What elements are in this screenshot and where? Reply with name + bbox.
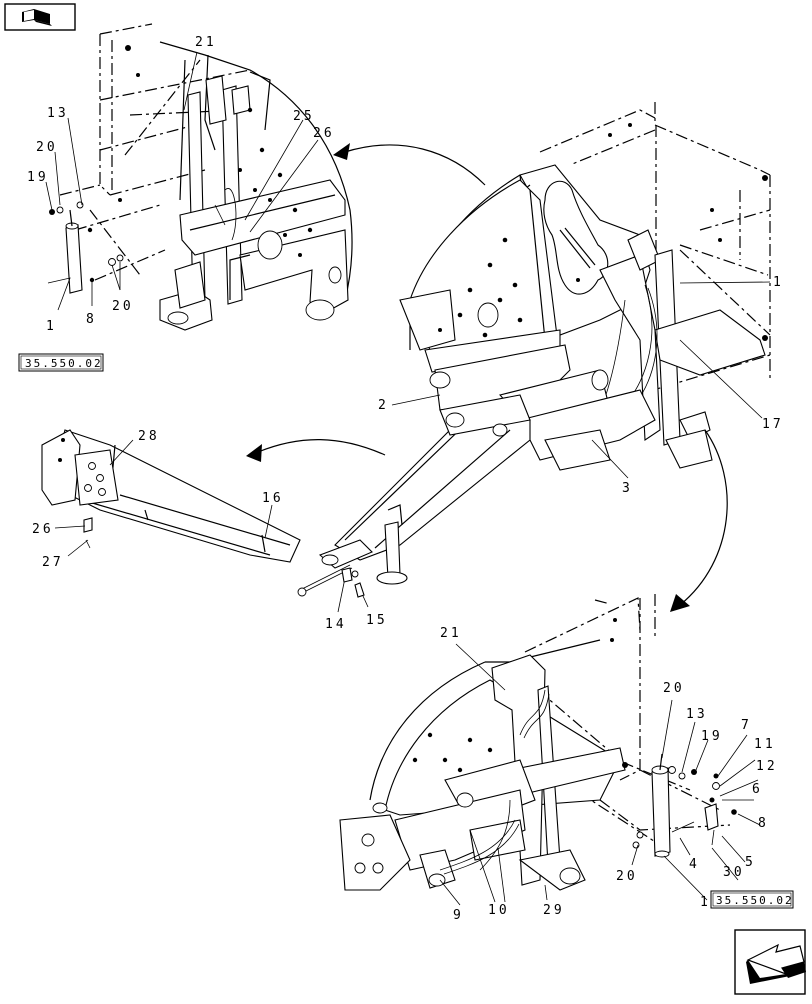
reference-box-bottom-right[interactable]: 35.550.02 [710, 890, 794, 909]
label-b-7: 7 [741, 718, 752, 733]
label-b-6: 6 [752, 782, 763, 797]
label-l-15: 15 [366, 613, 388, 628]
label-b-13: 13 [686, 707, 708, 722]
label-b-5: 5 [745, 855, 756, 870]
label-b-1: 1 [700, 895, 711, 910]
label-tl-20b: 20 [112, 299, 134, 314]
centre-view [297, 102, 771, 597]
ref-bottom-right: 35.550.02 [716, 894, 794, 907]
label-b-12: 12 [756, 759, 778, 774]
label-tl-19: 19 [27, 170, 49, 185]
label-tl-1: 1 [46, 319, 57, 334]
part-number-labels: 21 25 26 13 20 19 1 8 20 1 2 3 17 28 16 … [27, 35, 784, 923]
label-b-21: 21 [440, 626, 462, 641]
label-tl-26: 26 [313, 126, 335, 141]
label-b-11: 11 [754, 737, 776, 752]
label-c-1: 1 [773, 275, 784, 290]
label-b-8: 8 [758, 816, 769, 831]
label-tl-21: 21 [195, 35, 217, 50]
bottom-right-view [339, 594, 737, 891]
label-c-17: 17 [762, 417, 784, 432]
label-l-16: 16 [262, 491, 284, 506]
label-b-10: 10 [488, 903, 510, 918]
label-tl-25: 25 [293, 109, 315, 124]
label-tl-20a: 20 [36, 140, 58, 155]
label-tl-8: 8 [86, 312, 97, 327]
label-b-19: 19 [701, 729, 723, 744]
label-l-26: 26 [32, 522, 54, 537]
label-l-27: 27 [42, 555, 64, 570]
label-b-4: 4 [689, 857, 700, 872]
label-l-28: 28 [138, 429, 160, 444]
label-b-20a: 20 [663, 681, 685, 696]
label-l-14: 14 [325, 617, 347, 632]
label-c-3: 3 [622, 481, 633, 496]
label-b-30: 30 [723, 865, 745, 880]
left-view [41, 429, 301, 563]
top-left-view [49, 23, 353, 331]
book-hand-icon[interactable] [4, 3, 76, 31]
label-b-9: 9 [453, 908, 464, 923]
label-b-29: 29 [543, 903, 565, 918]
next-page-arrow-icon[interactable] [734, 929, 806, 995]
label-tl-13: 13 [47, 106, 69, 121]
ref-top-left: 35.550.02 [25, 357, 103, 370]
label-b-20b: 20 [616, 869, 638, 884]
label-c-2: 2 [378, 398, 389, 413]
reference-box-top-left[interactable]: 35.550.02 [18, 353, 104, 372]
